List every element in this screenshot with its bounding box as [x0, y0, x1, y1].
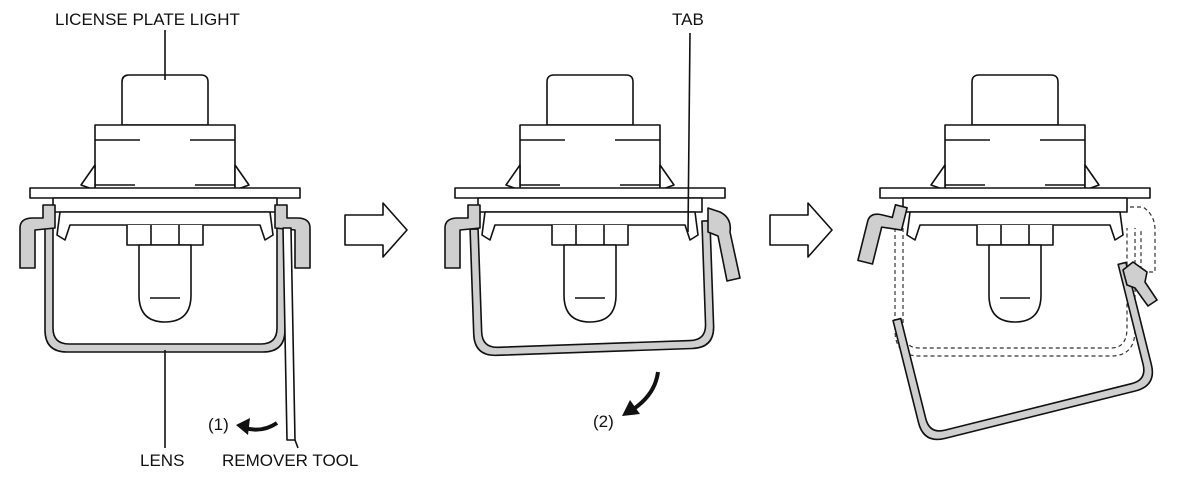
panel-step-2: [444, 32, 741, 357]
label-license-plate-light: LICENSE PLATE LIGHT: [55, 10, 240, 29]
next-step-arrow: [769, 202, 833, 258]
tab-leader: [687, 32, 691, 233]
label-step-1: (1): [208, 415, 229, 434]
label-step-2: (2): [593, 412, 614, 431]
rotate-arrow-1: [244, 421, 279, 432]
next-step-arrow: [344, 202, 408, 258]
label-tab: TAB: [672, 10, 704, 29]
panel-step-3: [857, 74, 1158, 445]
rotate-arrow-2: [630, 371, 660, 412]
label-remover-tool: REMOVER TOOL: [222, 451, 358, 470]
remover-tool: [282, 227, 296, 441]
label-lens: LENS: [140, 451, 184, 470]
